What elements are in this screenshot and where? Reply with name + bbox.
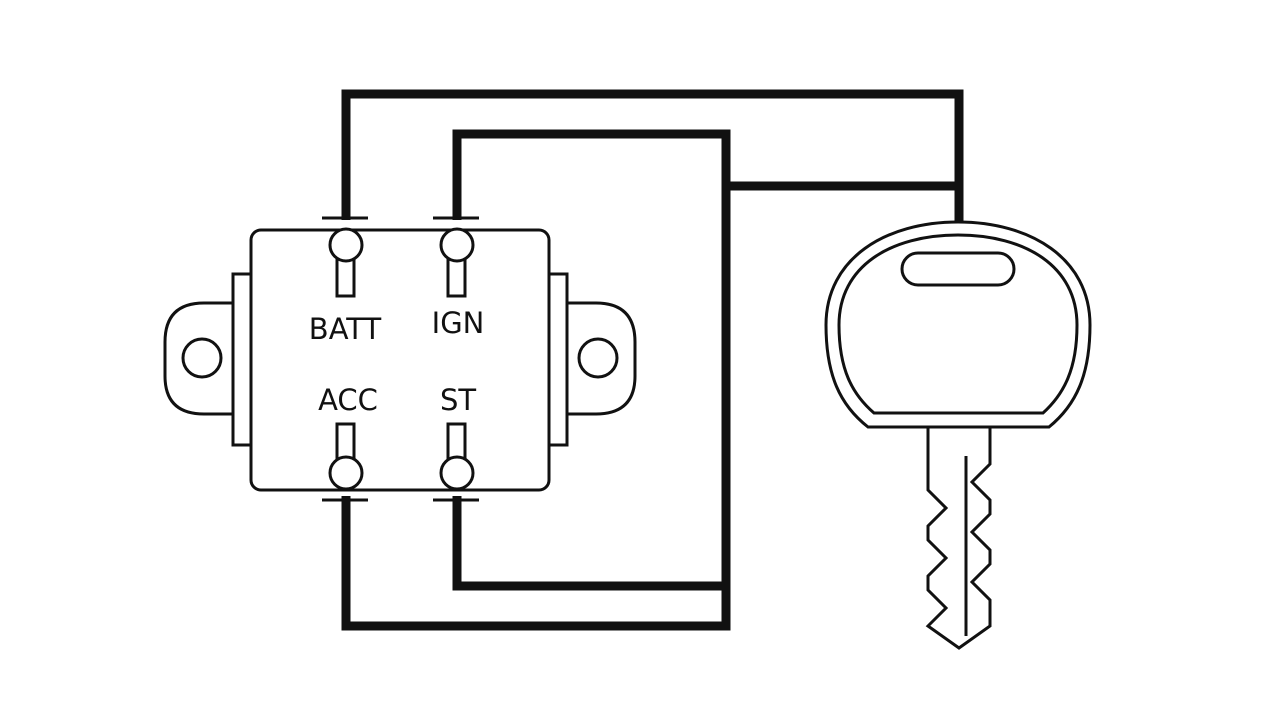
batt-terminal-stud [328,227,364,263]
wiring [341,89,964,631]
key-ring-slot [900,251,1016,287]
key-head-inner [837,233,1079,415]
ignition-switch-icon [163,216,637,502]
key-blade [925,418,992,650]
acc-label: ACC [318,383,378,417]
ign-terminal-stem [446,256,467,298]
left-bracket [231,272,253,447]
right-mounting-hole [577,337,619,379]
wire-batt-to-key [341,89,964,222]
right-bracket [547,272,569,447]
st-terminal-stud [439,455,475,491]
batt-terminal-stem [335,256,356,298]
car-key-icon [824,220,1092,650]
terminal-labels: BATT IGN ACC ST [309,306,485,417]
wire-ign-loop [341,129,731,631]
switch-body [249,228,551,492]
ign-label: IGN [432,306,485,340]
left-mounting-hole [181,337,223,379]
st-label: ST [440,383,476,417]
wire-st [452,496,726,591]
ign-terminal-stud [439,227,475,263]
batt-label: BATT [309,312,382,346]
acc-terminal-stud [328,455,364,491]
